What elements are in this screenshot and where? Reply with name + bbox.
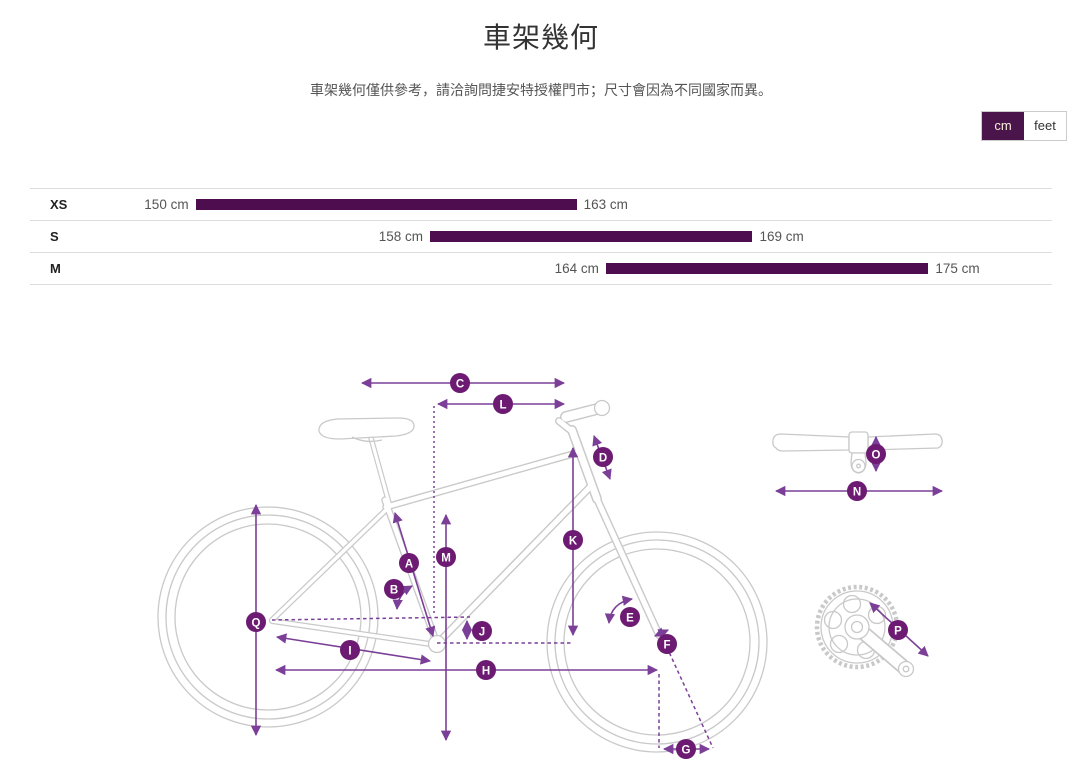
dim-F-line [654, 627, 669, 639]
bike-outline [157, 399, 768, 753]
marker-E: E [620, 607, 640, 627]
svg-text:K: K [569, 536, 578, 548]
grip-end [593, 399, 611, 417]
marker-D: D [593, 447, 613, 467]
range-min-label: 164 cm [554, 261, 599, 276]
unit-toggle-feet[interactable]: feet [1034, 118, 1056, 133]
size-label: S [50, 229, 59, 244]
svg-text:B: B [390, 585, 398, 597]
range-min-label: 158 cm [378, 229, 424, 244]
saddle [318, 417, 415, 440]
size-range-table: XS 150 cm 163 cm S 158 cm 169 cm M 164 c… [30, 188, 1052, 285]
svg-text:D: D [599, 453, 607, 465]
pedal-hole [897, 660, 915, 678]
svg-text:O: O [872, 450, 881, 462]
svg-text:N: N [853, 487, 861, 499]
page-subtitle: 車架幾何僅供參考，請洽詢問捷安特授權門市；尺寸會因為不同國家而異。 [310, 82, 772, 98]
marker-G: G [676, 739, 696, 759]
height-range-bar [195, 199, 577, 210]
svg-text:P: P [894, 626, 902, 638]
marker-M: M [436, 547, 456, 567]
unit-toggle-cm[interactable]: cm [982, 112, 1024, 140]
marker-B: B [384, 579, 404, 599]
size-label: XS [50, 197, 68, 212]
bottom-bracket [427, 634, 447, 654]
range-max-label: 163 cm [583, 197, 628, 212]
height-range-bar [430, 231, 753, 242]
chainring-cutout [842, 594, 862, 614]
svg-text:Q: Q [252, 618, 261, 630]
dim-A-line [392, 512, 436, 637]
table-row: XS 150 cm 163 cm [30, 188, 1052, 220]
dim-E-arc [604, 595, 634, 625]
svg-text:H: H [482, 666, 490, 678]
handlebar-top-view [772, 431, 943, 474]
crank-spindle [844, 614, 870, 640]
height-range-bar [605, 263, 929, 274]
range-max-label: 169 cm [759, 229, 804, 244]
marker-O: O [866, 444, 886, 464]
marker-H: H [476, 660, 496, 680]
frame-geometry-diagram: C L D K M A B J E F I H Q G O N P [0, 340, 1082, 773]
handlebar-right-wing [867, 433, 943, 451]
marker-N: N [847, 481, 867, 501]
svg-text:C: C [456, 379, 464, 391]
ref-dashed-axle-line [271, 616, 471, 621]
svg-text:J: J [479, 627, 485, 639]
marker-P: P [888, 620, 908, 640]
stem-clamp [848, 431, 869, 454]
svg-text:F: F [663, 640, 670, 652]
table-row: S 158 cm 169 cm [30, 220, 1052, 252]
range-min-label: 150 cm [144, 197, 189, 212]
dimension-markers: C L D K M A B J E F I H Q G O N P [246, 373, 908, 759]
front-wheel [546, 531, 768, 753]
svg-text:E: E [626, 613, 634, 625]
marker-A: A [399, 553, 419, 573]
marker-K: K [563, 530, 583, 550]
stem-bolt-center [856, 463, 861, 469]
table-row: M 164 cm 175 cm [30, 252, 1052, 284]
svg-text:L: L [499, 400, 506, 412]
saddle-rail [351, 436, 383, 443]
ref-dashed-steer-axis [663, 640, 714, 749]
svg-text:A: A [405, 559, 413, 571]
chainring-cutout [829, 634, 849, 654]
chainring-cutout [823, 610, 843, 630]
size-label: M [50, 261, 61, 276]
marker-F: F [657, 634, 677, 654]
marker-J: J [472, 621, 492, 641]
marker-Q: Q [246, 612, 266, 632]
svg-text:I: I [348, 646, 351, 658]
svg-text:M: M [441, 553, 451, 565]
range-max-label: 175 cm [935, 261, 980, 276]
marker-I: I [340, 640, 360, 660]
svg-text:G: G [682, 745, 691, 757]
marker-L: L [493, 394, 513, 414]
unit-toggle: cm feet [981, 111, 1067, 141]
page-title: 車架幾何 [482, 22, 599, 53]
marker-C: C [450, 373, 470, 393]
rear-wheel [157, 506, 379, 728]
handlebar-left-wing [772, 433, 850, 452]
